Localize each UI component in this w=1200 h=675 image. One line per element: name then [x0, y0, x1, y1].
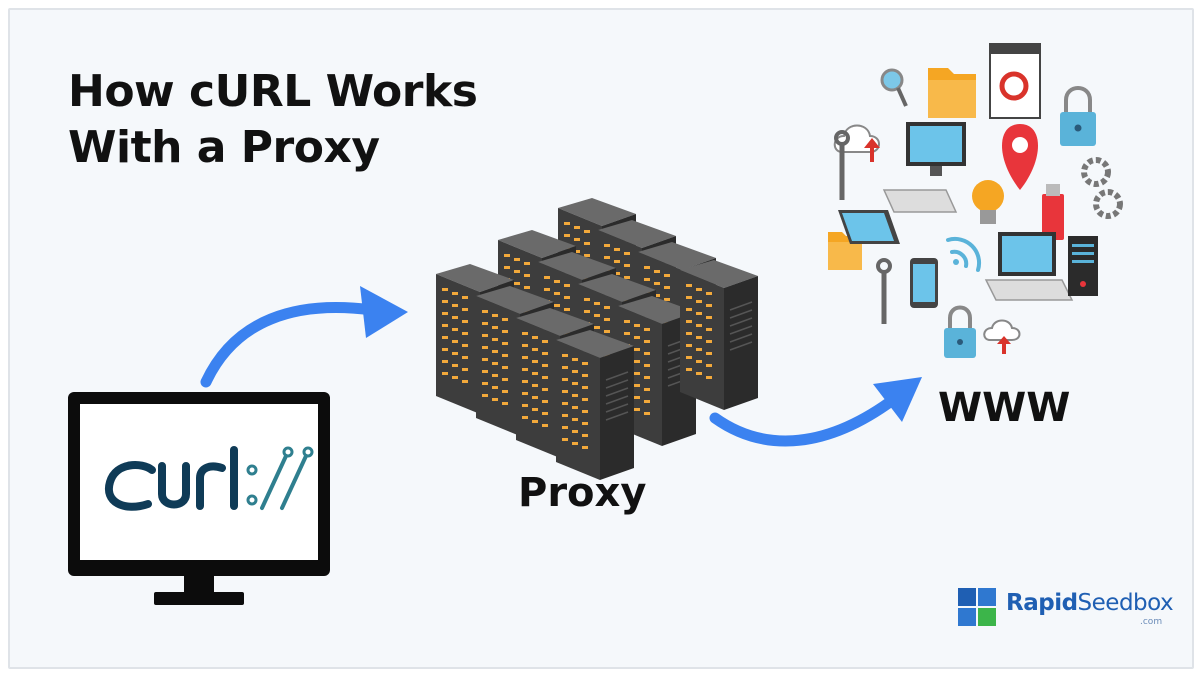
folder-icon	[928, 68, 976, 118]
desktop-computer-icon	[882, 122, 966, 213]
server-tower-icon	[1068, 236, 1098, 296]
padlock-icon	[1060, 86, 1096, 146]
brand-seedbox: Seedbox	[1077, 590, 1174, 616]
wrench-icon	[834, 130, 850, 200]
title-line-1: How cURL Works	[68, 66, 478, 117]
brand-suffix: .com	[1140, 617, 1163, 627]
proxy-label: Proxy	[518, 470, 647, 516]
title-line-2: With a Proxy	[68, 122, 380, 173]
cloud-upload-icon-bottom	[983, 319, 1021, 354]
usb-drive-icon	[1042, 184, 1064, 240]
tablet-icon	[838, 210, 900, 244]
smartphone-icon	[910, 258, 938, 308]
diagram-title: How cURL Works With a Proxy	[68, 64, 478, 176]
wrench-icon-bottom	[876, 258, 892, 324]
gear-icon	[1081, 157, 1123, 219]
padlock-icon-bottom	[944, 305, 976, 358]
brand-rapid: Rapid	[1006, 590, 1078, 616]
browser-window-icon	[989, 43, 1041, 119]
www-label: WWW	[938, 385, 1071, 431]
wifi-icon	[946, 236, 982, 272]
web-icons-cluster	[828, 43, 1123, 358]
rapidseedbox-logo-icon	[958, 588, 996, 626]
client-monitor-icon	[68, 392, 330, 605]
proxy-servers-icon	[435, 197, 759, 481]
lightbulb-icon	[972, 180, 1004, 224]
arrow-proxy-to-web	[709, 377, 922, 447]
location-pin-icon	[1002, 124, 1038, 190]
arrow-client-to-proxy	[200, 286, 408, 388]
laptop-icon	[984, 232, 1074, 301]
magnifier-icon	[880, 68, 908, 107]
brand-wordmark: RapidSeedbox	[1006, 590, 1174, 616]
